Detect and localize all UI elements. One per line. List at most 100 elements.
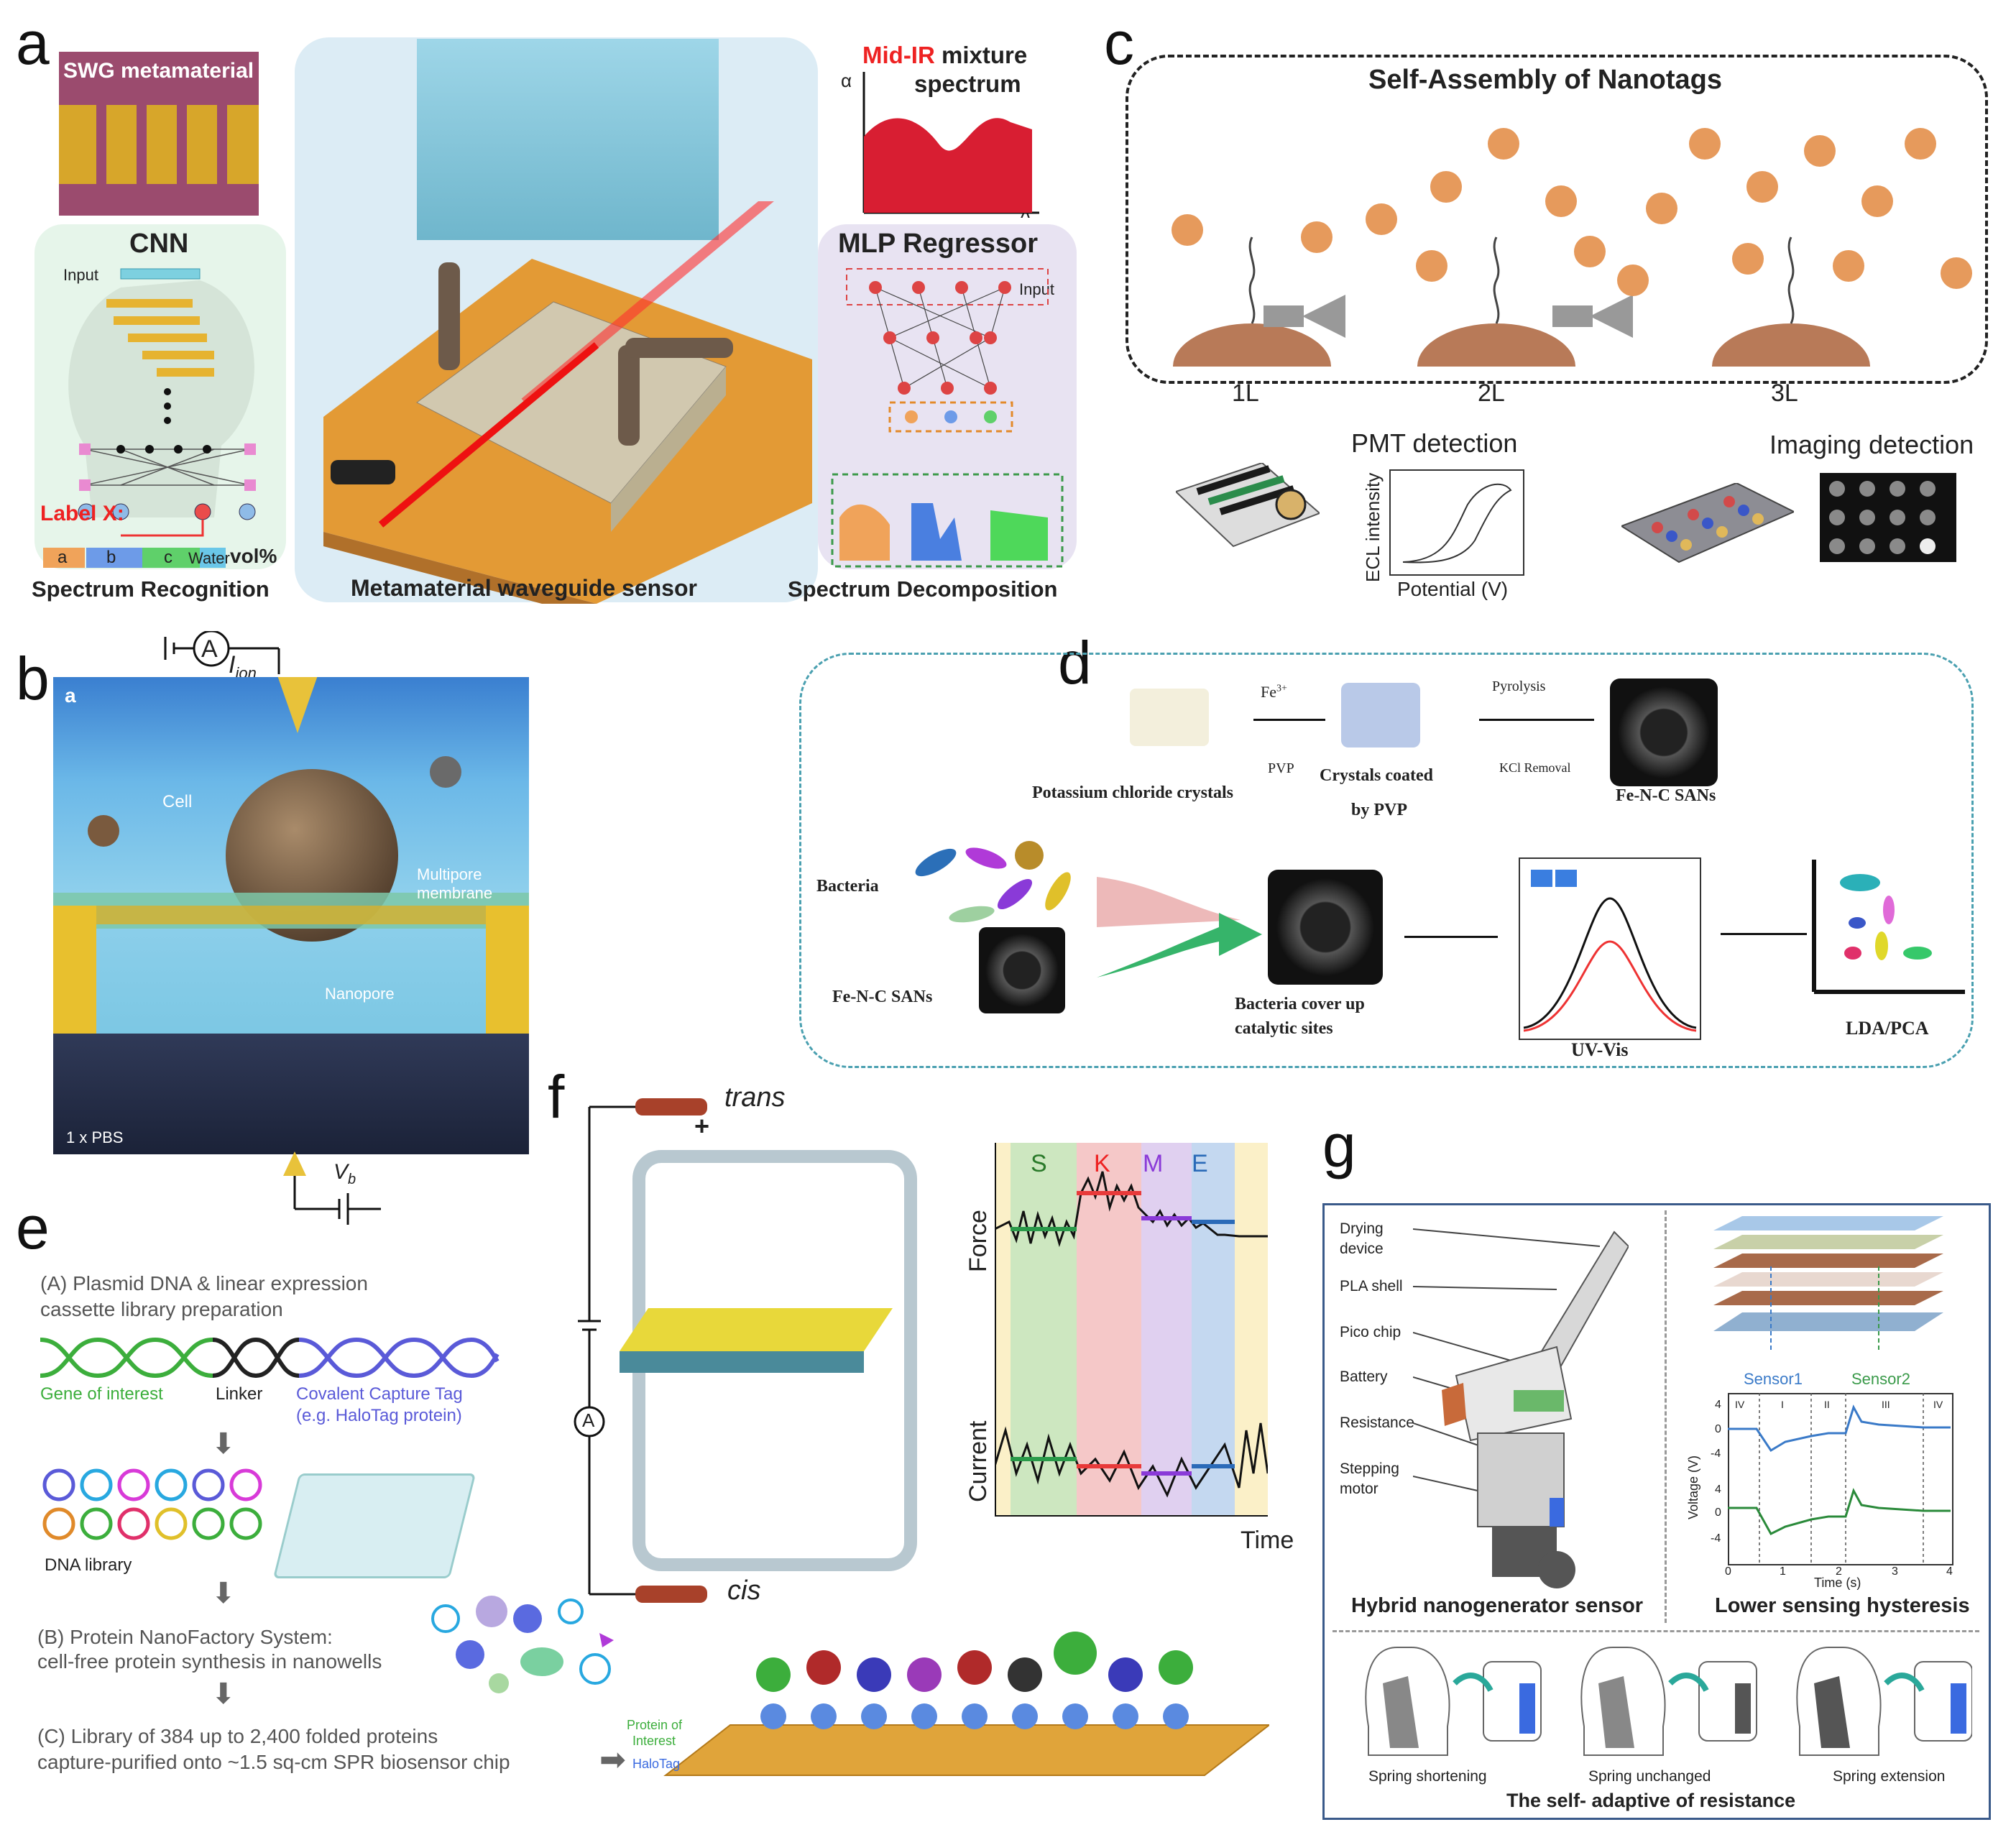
legend-c: c bbox=[164, 548, 172, 567]
well-plate bbox=[272, 1473, 477, 1578]
roman-5: IV bbox=[1933, 1399, 1943, 1410]
molecule-photo bbox=[417, 39, 719, 240]
spoc-chip-illustration bbox=[663, 1632, 1269, 1776]
hysteresis-caption: Lower sensing hysteresis bbox=[1715, 1594, 1970, 1617]
mixing-arrow bbox=[1097, 877, 1262, 978]
fe-main: Fe bbox=[1261, 683, 1276, 701]
tag-label-2: (e.g. HaloTag protein) bbox=[296, 1406, 462, 1425]
xtick-3: 3 bbox=[1892, 1565, 1898, 1578]
tag-label-1: Covalent Capture Tag bbox=[296, 1384, 463, 1404]
spectrum-recognition-caption: Spectrum Recognition bbox=[32, 576, 270, 602]
bacteria-cluster bbox=[915, 841, 1071, 923]
vb-label: Vb bbox=[333, 1160, 356, 1188]
current-axis-label: Current bbox=[965, 1420, 992, 1502]
spring-shortening: Spring shortening bbox=[1368, 1768, 1487, 1785]
roman-1: IV bbox=[1735, 1399, 1745, 1410]
kcl-removal-label: KCl Removal bbox=[1499, 760, 1571, 775]
roman-4: III bbox=[1882, 1399, 1890, 1410]
cnn-input-label: Input bbox=[63, 266, 98, 284]
ytick-1: 4 bbox=[1715, 1399, 1721, 1411]
waveguide-chip-drawing bbox=[323, 201, 812, 604]
dna-helix bbox=[40, 1337, 500, 1379]
pyrolysis-label: Pyrolysis bbox=[1492, 678, 1546, 694]
legend-swatch-water bbox=[200, 548, 226, 568]
gene-label: Gene of interest bbox=[40, 1384, 163, 1404]
trans-label: trans bbox=[724, 1082, 786, 1113]
step-a-2: cassette library preparation bbox=[40, 1298, 283, 1320]
bacteria-label: Bacteria bbox=[816, 877, 879, 896]
halotag-label: HaloTag bbox=[632, 1757, 681, 1771]
segment-m: M bbox=[1143, 1150, 1164, 1177]
spectrum-word: spectrum bbox=[914, 70, 1021, 97]
panel-c-label: c bbox=[1104, 9, 1134, 77]
imaging-plate bbox=[1621, 483, 1794, 564]
label-x: Label X: bbox=[40, 502, 124, 525]
mlp-title: MLP Regressor bbox=[838, 229, 1039, 259]
midir-red: Mid-IR bbox=[862, 42, 935, 68]
segment-e: E bbox=[1192, 1150, 1208, 1177]
segment-bg-pre bbox=[995, 1143, 1011, 1517]
cis-label: cis bbox=[727, 1576, 761, 1606]
trace-panel bbox=[995, 1143, 1268, 1517]
spoc-chip-label: SPOC Chip bbox=[686, 1797, 778, 1816]
right-arrow: ➡ bbox=[599, 1742, 626, 1777]
voltage-plot-box bbox=[1728, 1393, 1953, 1565]
swg-metamaterial-image: SWG metamaterial bbox=[59, 52, 259, 216]
sensor-caption: Metamaterial waveguide sensor bbox=[351, 575, 697, 601]
arrow-1 bbox=[1253, 719, 1325, 721]
panel-b-label: b bbox=[16, 645, 50, 712]
uvvis-plot bbox=[1519, 857, 1701, 1040]
plus-sign: + bbox=[694, 1111, 710, 1141]
imaging-result bbox=[1820, 473, 1956, 562]
spring-extension: Spring extension bbox=[1833, 1768, 1946, 1785]
ecl-xlabel: Potential (V) bbox=[1397, 578, 1509, 600]
membrane-label-2: membrane bbox=[417, 884, 493, 902]
nanogenerator-device bbox=[1413, 1228, 1629, 1588]
step-a-1: (A) Plasmid DNA & linear expression bbox=[40, 1272, 368, 1294]
fenc-cube-bottom bbox=[979, 927, 1065, 1013]
down-arrow-2: ⬇ bbox=[211, 1578, 236, 1609]
segment-bg-m bbox=[1141, 1143, 1192, 1517]
roman-2: I bbox=[1781, 1399, 1784, 1410]
voltage-traces bbox=[1728, 1393, 1951, 1563]
pipette-tip bbox=[277, 677, 318, 733]
force-axis-label: Force bbox=[965, 1210, 992, 1272]
bacteria-on-fenc bbox=[1268, 870, 1383, 985]
layer-1l: 1L bbox=[1232, 380, 1259, 407]
vol-label: vol% bbox=[230, 545, 277, 567]
b-ammeter: A bbox=[201, 635, 218, 663]
f-circuit bbox=[574, 1098, 707, 1603]
panel-f-label: f bbox=[548, 1063, 565, 1131]
pmt-label: PMT detection bbox=[1351, 428, 1518, 458]
segment-s: S bbox=[1031, 1150, 1047, 1177]
gold-wall-right bbox=[486, 906, 529, 1035]
sensor1-label: Sensor1 bbox=[1744, 1370, 1803, 1388]
spring-unchanged: Spring unchanged bbox=[1588, 1768, 1711, 1785]
legend-swatch-b bbox=[86, 548, 142, 568]
legend-b: b bbox=[106, 548, 116, 567]
segment-k: K bbox=[1094, 1150, 1110, 1177]
uvvis-label: UV-Vis bbox=[1571, 1039, 1629, 1060]
panel-a-label: a bbox=[16, 9, 50, 77]
sensor-layers bbox=[1713, 1216, 1943, 1353]
part-battery: Battery bbox=[1340, 1368, 1388, 1385]
part-pla: PLA shell bbox=[1340, 1278, 1403, 1294]
plasmid-library bbox=[42, 1468, 262, 1540]
step-c-1: (C) Library of 384 up to 2,400 folded pr… bbox=[37, 1725, 438, 1747]
step-b-2: cell-free protein synthesis in nanowells bbox=[37, 1650, 382, 1673]
fe3-label: Fe3+ bbox=[1261, 683, 1287, 701]
spring-figures bbox=[1365, 1647, 1972, 1756]
panel-g-label: g bbox=[1322, 1112, 1356, 1179]
xtick-0: 0 bbox=[1725, 1565, 1731, 1578]
lipid-bilayer bbox=[620, 1308, 893, 1373]
nanotag-frame bbox=[1126, 55, 1988, 384]
layer-2l: 2L bbox=[1478, 380, 1505, 407]
cnn-title: CNN bbox=[129, 229, 189, 259]
pmt-electrode bbox=[1176, 463, 1320, 548]
mlp-network-diagram bbox=[831, 268, 1064, 568]
ytick-6: -4 bbox=[1711, 1532, 1721, 1545]
voltage-ylabel: Voltage (V) bbox=[1686, 1455, 1700, 1519]
ytick-4: 4 bbox=[1715, 1484, 1721, 1496]
legend-a: a bbox=[57, 548, 68, 567]
nanopore-label: Nanopore bbox=[325, 985, 395, 1003]
